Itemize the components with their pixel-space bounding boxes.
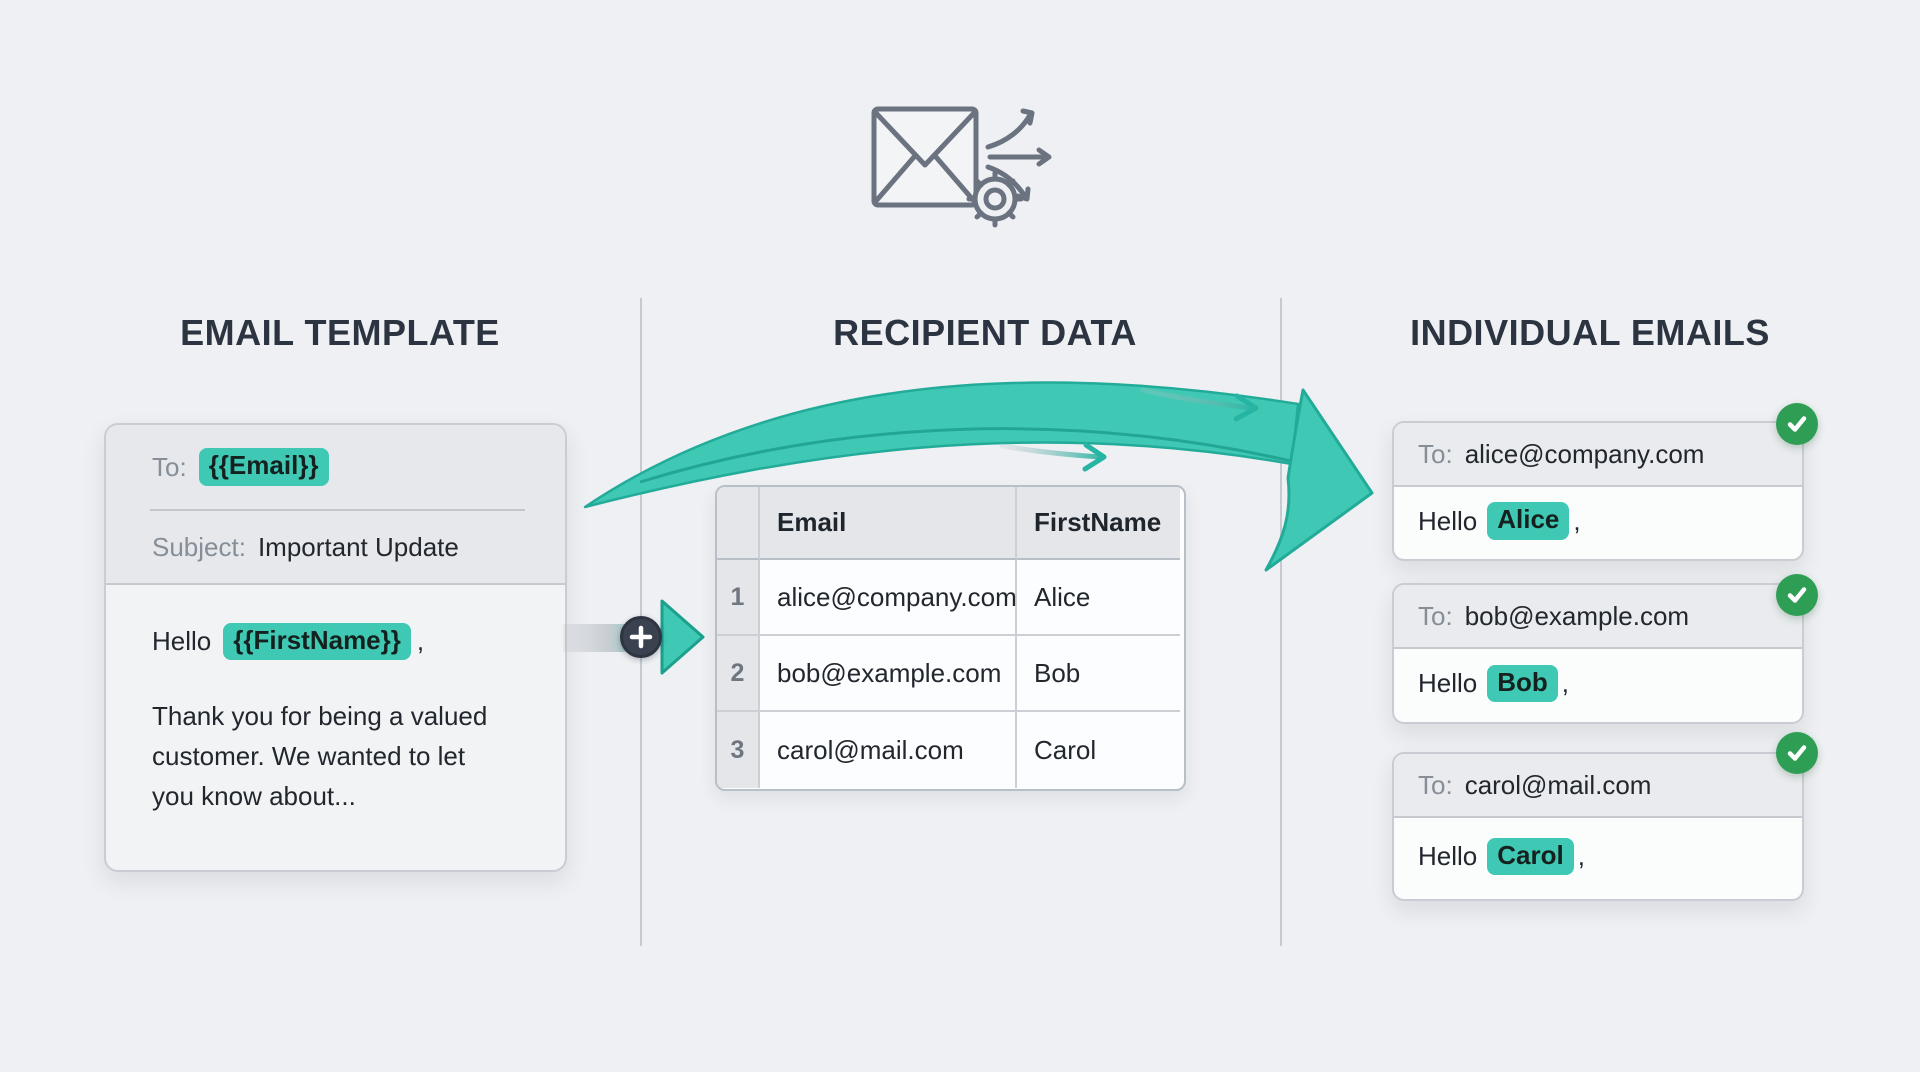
row-number: 2 [717, 636, 760, 712]
to-label: To: [1418, 769, 1453, 800]
plus-icon [620, 616, 662, 658]
email-greeting: Hello Alice , [1394, 487, 1802, 555]
cell-email: carol@mail.com [760, 712, 1017, 788]
success-check-icon [1776, 574, 1818, 616]
table-header-email: Email [760, 487, 1017, 560]
cell-email: bob@example.com [760, 636, 1017, 712]
row-number: 1 [717, 560, 760, 636]
heading-recipient-data: RECIPIENT DATA [833, 312, 1137, 353]
body-line-3: you know about... [152, 781, 356, 812]
email-greeting: Hello Bob , [1394, 649, 1802, 718]
table-header-firstname: FirstName [1017, 487, 1180, 560]
to-value: alice@company.com [1464, 438, 1705, 469]
greeting-suffix: , [1573, 505, 1581, 536]
envelope-gear-fanout-icon [871, 106, 1052, 228]
name-chip: Alice [1487, 502, 1570, 540]
divider-right [1280, 298, 1282, 946]
greeting-suffix: , [1561, 668, 1570, 698]
individual-email-card: To: bob@example.com Hello Bob , [1392, 583, 1804, 724]
success-check-icon [1776, 732, 1818, 774]
greeting-prefix: Hello [152, 626, 212, 657]
individual-email-card: To: carol@mail.com Hello Carol , [1392, 752, 1804, 901]
template-body: Hello {{FirstName}} , Thank you for bein… [106, 585, 565, 816]
greeting-prefix: Hello [1418, 841, 1478, 871]
heading-email-template: EMAIL TEMPLATE [180, 312, 500, 353]
success-check-icon [1776, 403, 1818, 445]
subject-label: Subject: [152, 531, 246, 562]
name-chip: Carol [1487, 837, 1574, 876]
email-to-row: To: carol@mail.com [1394, 754, 1802, 818]
to-label: To: [1418, 600, 1453, 631]
table-corner-cell [717, 487, 760, 560]
email-to-row: To: alice@company.com [1394, 423, 1802, 487]
cell-firstname: Alice [1017, 560, 1180, 636]
greeting-prefix: Hello [1418, 668, 1478, 698]
email-to-row: To: bob@example.com [1394, 585, 1802, 649]
template-subject-row: Subject: Important Update [106, 511, 565, 583]
cell-firstname: Bob [1017, 636, 1180, 712]
to-label: To: [1418, 438, 1453, 469]
subject-value: Important Update [257, 531, 459, 562]
email-template-card: To: {{Email}} Subject: Important Update … [104, 423, 567, 872]
firstname-token-chip: {{FirstName}} [223, 623, 411, 661]
greeting-suffix: , [416, 626, 425, 657]
template-header-separator [150, 509, 525, 511]
cell-firstname: Carol [1017, 712, 1180, 788]
to-value: carol@mail.com [1464, 769, 1652, 800]
motion-arrow-top [1140, 387, 1259, 422]
template-greeting: Hello {{FirstName}} , [152, 623, 529, 661]
heading-individual-emails: INDIVIDUAL EMAILS [1410, 312, 1770, 353]
gear-icon [966, 170, 1024, 228]
to-value: bob@example.com [1464, 600, 1690, 631]
greeting-suffix: , [1577, 841, 1585, 871]
template-to-row: To: {{Email}} [106, 425, 565, 509]
template-header: To: {{Email}} Subject: Important Update [106, 425, 565, 585]
recipient-data-table: Email FirstName 1 alice@company.com Alic… [715, 485, 1186, 791]
body-line-1: Thank you for being a valued [152, 701, 488, 732]
individual-email-card: To: alice@company.com Hello Alice , [1392, 421, 1804, 561]
email-greeting: Hello Carol , [1394, 818, 1802, 895]
to-label: To: [152, 451, 187, 482]
name-chip: Bob [1487, 664, 1558, 703]
body-line-2: customer. We wanted to let [152, 741, 466, 772]
row-number: 3 [717, 712, 760, 788]
greeting-prefix: Hello [1418, 505, 1478, 536]
template-body-text: Thank you for being a valued customer. W… [152, 696, 529, 816]
email-token-chip: {{Email}} [198, 448, 329, 486]
cell-email: alice@company.com [760, 560, 1017, 636]
motion-arrow-middle [999, 442, 1107, 472]
